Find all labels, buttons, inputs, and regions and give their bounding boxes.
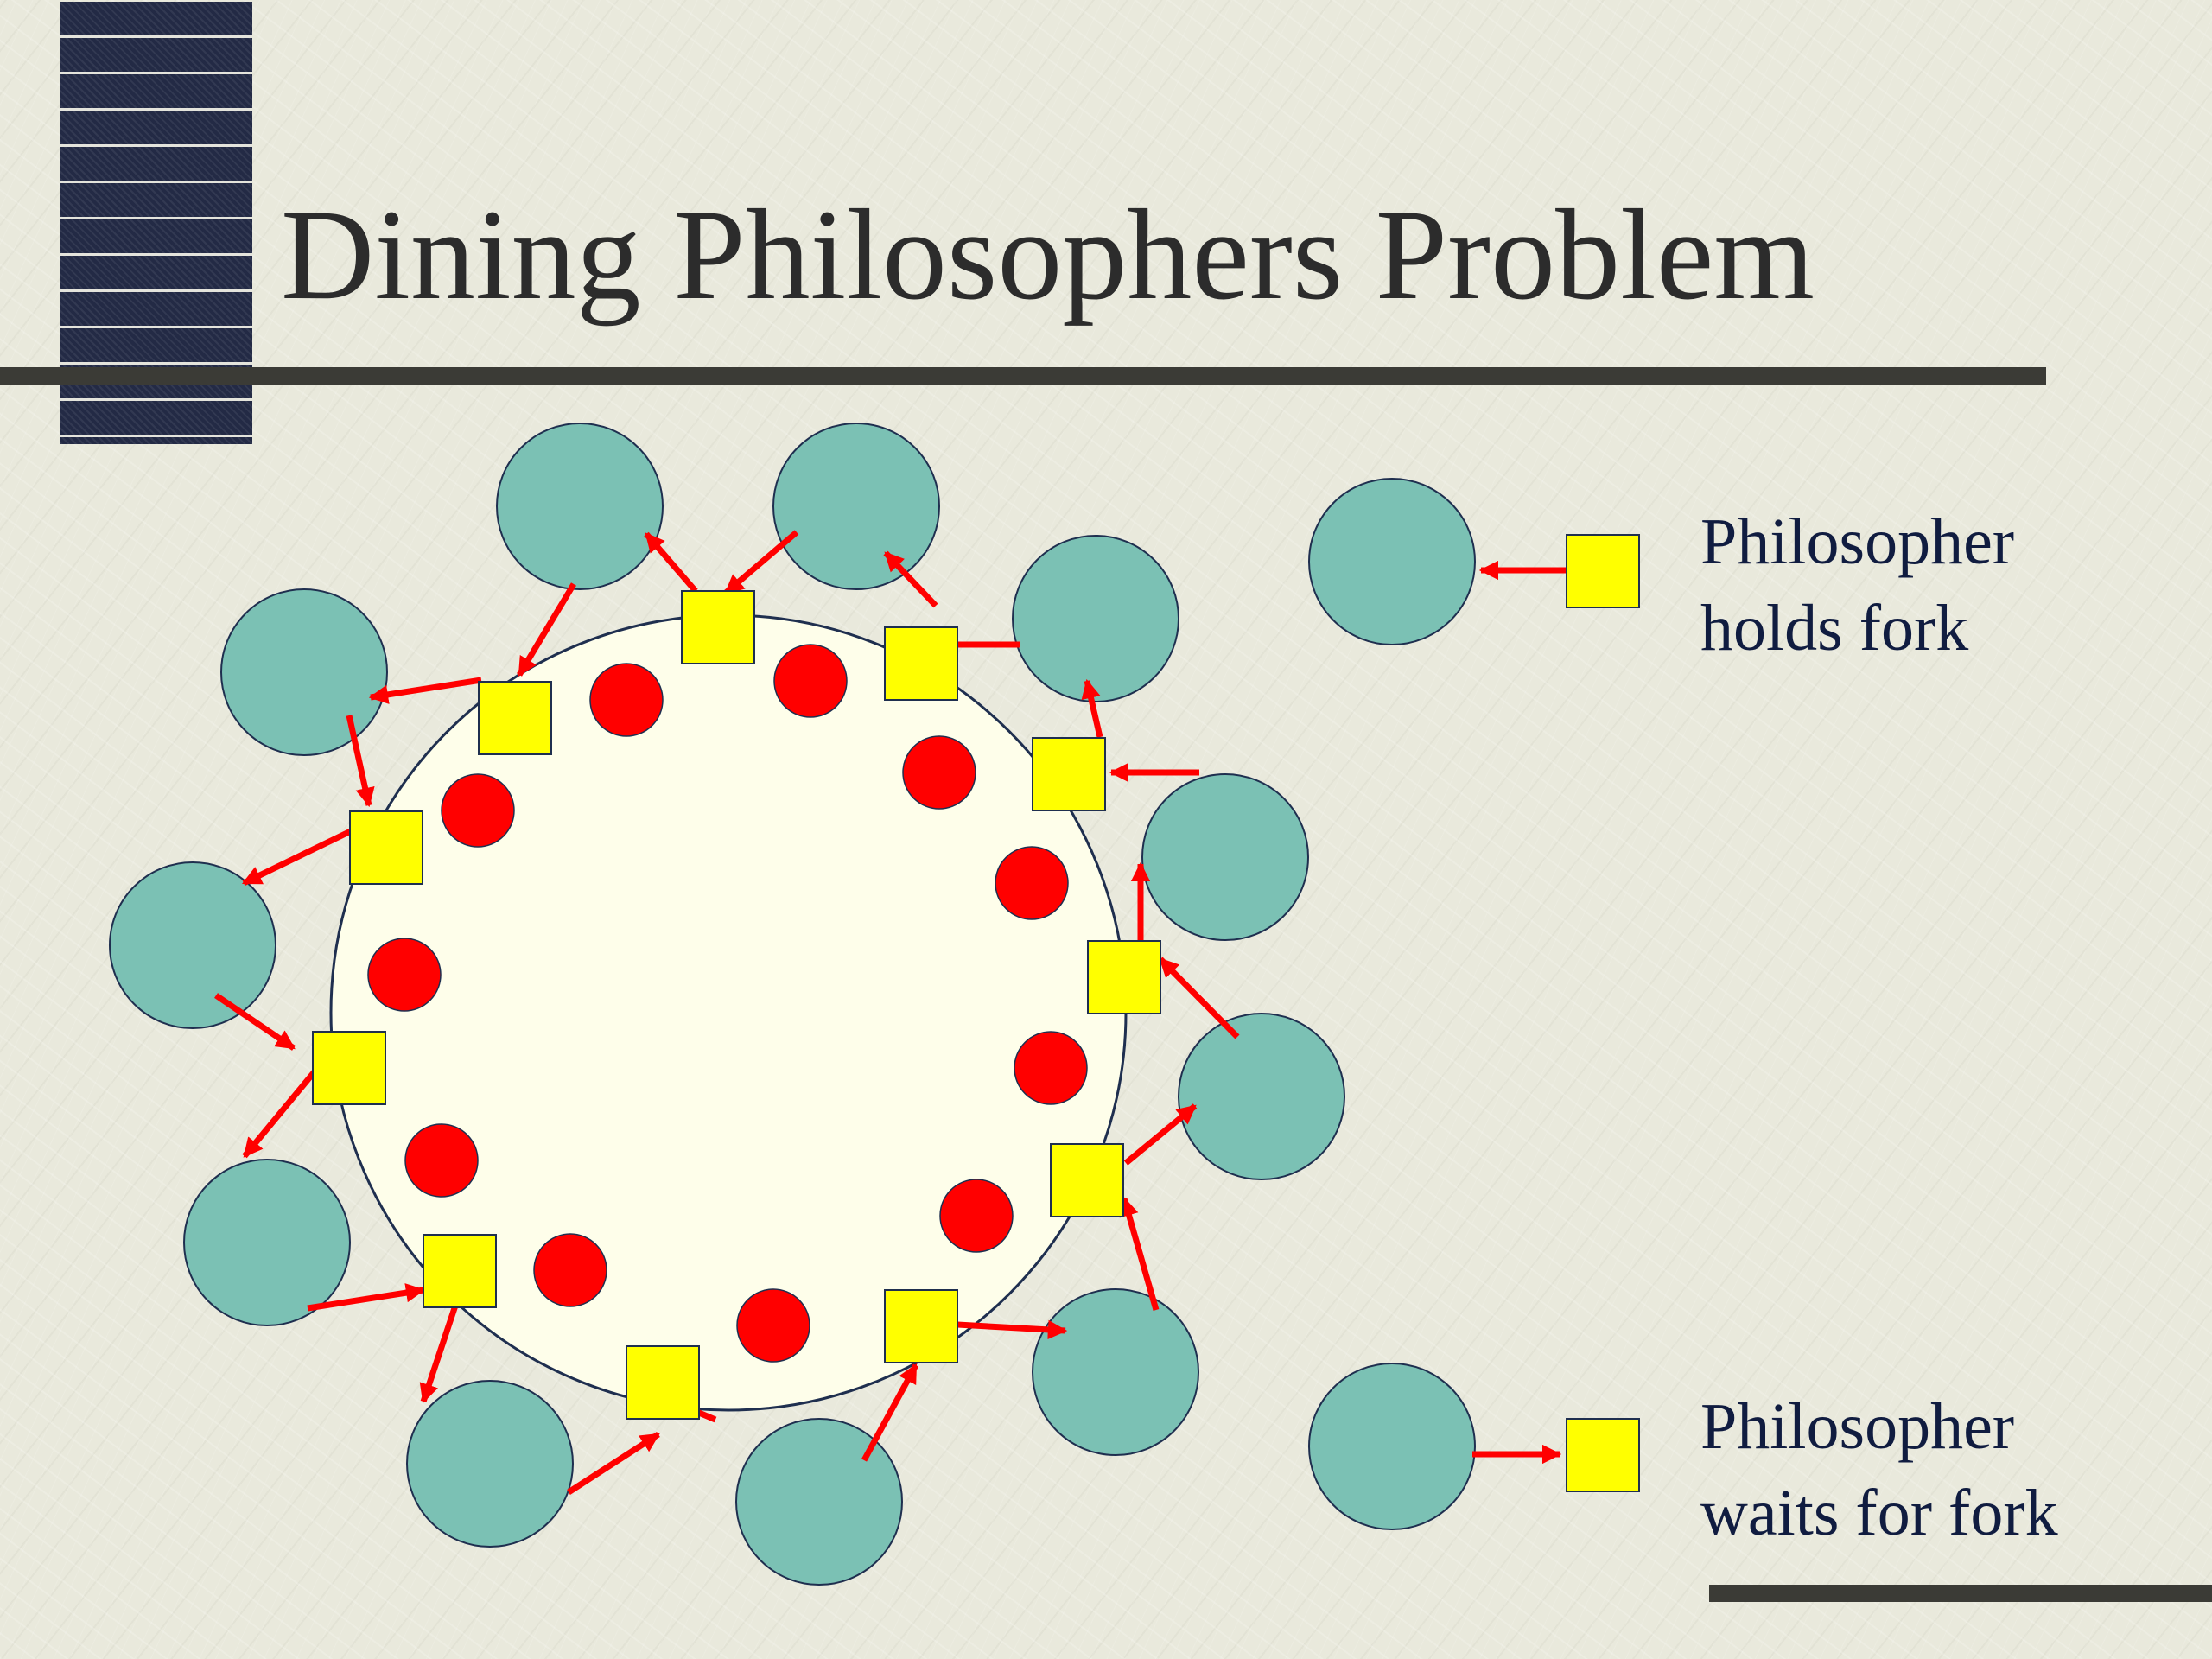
fork-arrow-22 — [516, 582, 577, 677]
fork-arrow-18 — [214, 993, 296, 1051]
fork-8 — [423, 1234, 497, 1308]
plate-4 — [995, 846, 1069, 920]
slide-title: Dining Philosophers Problem — [281, 183, 1815, 327]
plate-5 — [1014, 1031, 1088, 1105]
philosopher-5 — [1178, 1013, 1345, 1180]
plate-8 — [533, 1233, 607, 1307]
title-divider — [0, 367, 2046, 385]
fork-2 — [884, 626, 958, 701]
legend-waits-line2: waits for fork — [1700, 1477, 2058, 1550]
fork-10 — [349, 810, 423, 885]
legend-holds-fork-label: Philosopher holds fork — [1700, 499, 2014, 672]
fork-arrow-10 — [1119, 1196, 1160, 1311]
fork-arrow-19 — [241, 825, 358, 887]
plate-1 — [589, 663, 664, 737]
fork-arrow-21 — [368, 677, 482, 704]
fork-5 — [1050, 1143, 1124, 1217]
plate-10 — [367, 938, 442, 1012]
legend-holds-fork — [1566, 534, 1640, 608]
plate-6 — [939, 1179, 1014, 1253]
plate-3 — [902, 735, 976, 810]
fork-arrow-17 — [242, 1063, 322, 1159]
plate-2 — [773, 644, 848, 718]
philosopher-4 — [1141, 773, 1309, 941]
legend-holds-line2: holds fork — [1700, 592, 1969, 665]
legend-waits-for-fork-label: Philosopher waits for fork — [1700, 1383, 2058, 1557]
legend-waits-fork — [1566, 1418, 1640, 1492]
philosopher-1 — [496, 423, 664, 590]
philosopher-11 — [220, 588, 388, 756]
fork-9 — [312, 1031, 386, 1105]
fork-arrow-8 — [1158, 957, 1240, 1039]
philosopher-10 — [109, 861, 276, 1029]
legend-waits-philosopher — [1308, 1363, 1476, 1530]
fork-arrow-2 — [644, 531, 698, 594]
fork-1 — [681, 590, 755, 664]
fork-6 — [884, 1289, 958, 1363]
philosopher-6 — [1032, 1288, 1199, 1456]
fork-arrow-12 — [861, 1363, 919, 1462]
plate-7 — [736, 1288, 810, 1363]
fork-arrow-16 — [307, 1283, 426, 1312]
fork-11 — [478, 681, 552, 755]
fork-arrow-9 — [1123, 1103, 1198, 1166]
fork-arrow-20 — [346, 715, 375, 808]
legend-waits-line1: Philosopher — [1700, 1390, 2015, 1463]
legend-holds-line1: Philosopher — [1700, 505, 2015, 578]
philosopher-9 — [183, 1159, 351, 1326]
fork-arrow-15 — [419, 1291, 463, 1404]
fork-7 — [626, 1345, 700, 1420]
philosopher-8 — [406, 1380, 574, 1548]
fork-4 — [1087, 940, 1161, 1014]
fork-arrow-3 — [883, 550, 938, 608]
fork-3 — [1032, 737, 1106, 811]
philosopher-7 — [735, 1418, 903, 1586]
fork-arrow-6 — [1081, 678, 1103, 738]
philosopher-2 — [772, 423, 940, 590]
philosopher-3 — [1012, 535, 1179, 702]
legend-holds-philosopher — [1308, 478, 1476, 645]
bottom-divider — [1709, 1585, 2212, 1602]
fork-arrow-11 — [957, 1319, 1068, 1340]
plate-9 — [404, 1123, 479, 1198]
plate-11 — [441, 773, 515, 848]
fork-arrow-1 — [723, 530, 799, 595]
fork-arrow-14 — [567, 1432, 660, 1495]
